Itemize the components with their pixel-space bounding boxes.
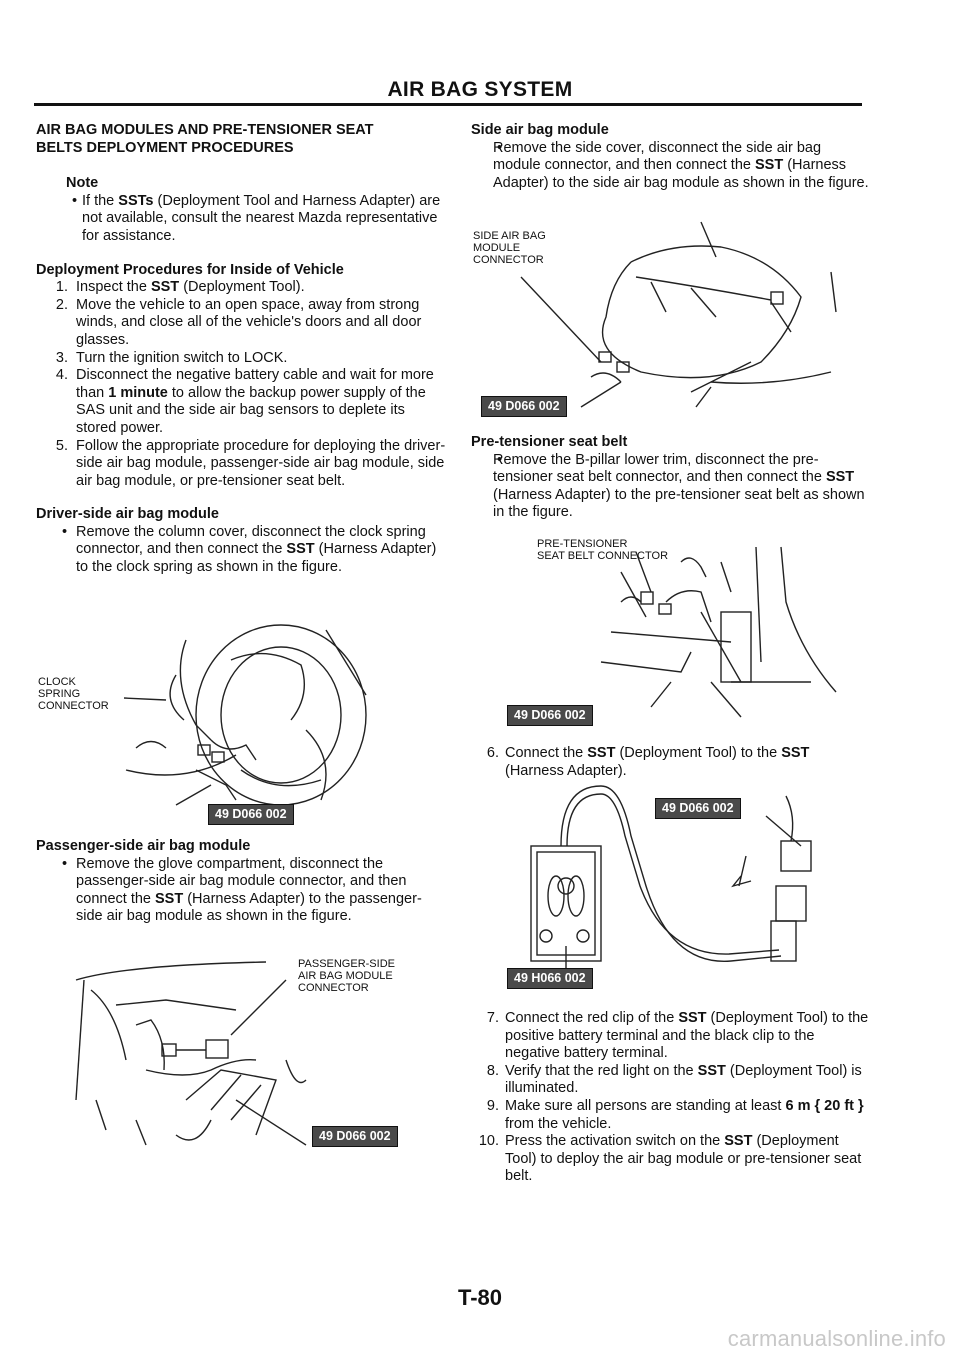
clock-spring-label-3: CONNECTOR <box>38 700 109 712</box>
passenger-connector-label-2: AIR BAG MODULE <box>298 970 393 982</box>
inside-steps-list: 1.Inspect the SST (Deployment Tool). 2.M… <box>36 279 448 490</box>
tool-number-badge: 49 D066 002 <box>208 804 294 825</box>
tool-number-badge: 49 D066 002 <box>481 396 567 417</box>
side-connector-label-2: MODULE <box>473 242 521 254</box>
tool-number-badge: 49 D066 002 <box>655 798 741 819</box>
final-steps-list: 7.Connect the red clip of the SST (Deplo… <box>471 1010 871 1186</box>
pretensioner-figure: PRE-TENSIONER SEAT BELT CONNECTOR 49 D06… <box>471 532 871 732</box>
step-6: 6.Connect the SST (Deployment Tool) to t… <box>471 745 871 780</box>
tool-number-badge: 49 H066 002 <box>507 968 593 989</box>
seat-illustration <box>520 221 837 408</box>
list-item: 3.Turn the ignition switch to LOCK. <box>55 349 288 366</box>
watermark: carmanualsonline.info <box>727 1326 946 1351</box>
page-title: AIR BAG SYSTEM <box>387 78 573 101</box>
passenger-side-figure: PASSENGER-SIDE AIR BAG MODULE CONNECTOR … <box>36 950 448 1155</box>
side-airbag-figure: SIDE AIR BAG MODULE CONNECTOR 49 D066 00… <box>471 221 871 422</box>
deployment-tool-illustration <box>530 785 812 976</box>
header-rule <box>34 103 862 106</box>
driver-side-text: Remove the column cover, disconnect the … <box>36 524 448 577</box>
passenger-side-title: Passenger-side air bag module <box>36 838 251 854</box>
list-item: 2.Move the vehicle to an open space, awa… <box>55 296 422 348</box>
passenger-section: Passenger-side air bag module Remove the… <box>36 838 448 926</box>
deployment-tool-figure: 49 D066 002 49 H066 002 <box>471 785 871 989</box>
list-item: 4.Disconnect the negative battery cable … <box>55 367 434 436</box>
list-item: 6.Connect the SST (Deployment Tool) to t… <box>486 745 810 779</box>
pretensioner-title: Pre-tensioner seat belt <box>471 434 628 450</box>
note-text: If the SSTs (Deployment Tool and Harness… <box>36 193 448 246</box>
driver-side-title: Driver-side air bag module <box>36 506 219 523</box>
tool-number-badge: 49 D066 002 <box>507 705 593 726</box>
clock-spring-label-1: CLOCK <box>38 676 76 688</box>
section-title-line-2: BELTS DEPLOYMENT PROCEDURES <box>36 139 294 156</box>
side-connector-label-1: SIDE AIR BAG <box>473 230 546 242</box>
page-number: T-80 <box>457 1285 503 1310</box>
side-airbag-section: Side air bag module Remove the side cove… <box>471 122 871 192</box>
clock-spring-illustration <box>123 624 367 806</box>
list-item: 7.Connect the red clip of the SST (Deplo… <box>486 1010 869 1062</box>
driver-side-figure: CLOCK SPRING CONNECTOR 49 D066 002 <box>36 620 416 830</box>
clock-spring-label-2: SPRING <box>38 688 81 700</box>
section-title-line-1: AIR BAG MODULES AND PRE-TENSIONER SEAT <box>36 122 374 138</box>
tool-number-badge: 49 D066 002 <box>312 1126 398 1147</box>
passenger-connector-label-3: CONNECTOR <box>298 982 369 994</box>
list-item: 1.Inspect the SST (Deployment Tool). <box>55 279 305 296</box>
pretensioner-text: Remove the B-pillar lower trim, disconne… <box>471 452 871 522</box>
side-airbag-title: Side air bag module <box>471 122 609 138</box>
list-item: 10.Press the activation switch on the SS… <box>478 1133 862 1185</box>
inside-procedures-title: Deployment Procedures for Inside of Vehi… <box>36 261 344 278</box>
note-label: Note <box>66 175 99 192</box>
b-pillar-illustration <box>600 546 837 718</box>
list-item: 5.Follow the appropriate procedure for d… <box>55 437 446 489</box>
left-column: AIR BAG MODULES AND PRE-TENSIONER SEAT B… <box>36 122 448 577</box>
pretensioner-connector-label-1: PRE-TENSIONER <box>537 538 628 550</box>
pretensioner-section: Pre-tensioner seat belt Remove the B-pil… <box>471 434 871 522</box>
pretensioner-connector-label-2: SEAT BELT CONNECTOR <box>537 550 669 562</box>
list-item: 8.Verify that the red light on the SST (… <box>486 1062 862 1097</box>
glove-compartment-illustration <box>75 961 307 1146</box>
list-item: 9.Make sure all persons are standing at … <box>486 1097 864 1132</box>
passenger-connector-label-1: PASSENGER-SIDE <box>298 958 395 970</box>
final-steps: 7.Connect the red clip of the SST (Deplo… <box>471 1010 871 1186</box>
passenger-side-text: Remove the glove compartment, disconnect… <box>36 856 448 926</box>
side-connector-label-3: CONNECTOR <box>473 254 544 266</box>
side-airbag-text: Remove the side cover, disconnect the si… <box>471 140 871 193</box>
